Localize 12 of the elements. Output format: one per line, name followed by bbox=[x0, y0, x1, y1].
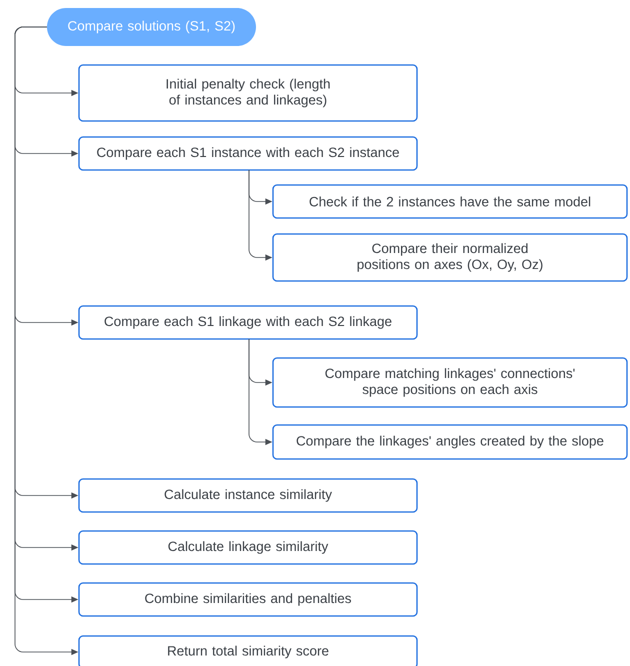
process-box: Initial penalty check (length of instances and linkages) bbox=[78, 64, 418, 122]
process-box: Return total simiarity score bbox=[78, 635, 418, 666]
process-box: Calculate instance similarity bbox=[78, 478, 418, 513]
process-box: Combine similarities and penalties bbox=[78, 582, 418, 617]
start-pill: Compare solutions (S1, S2) bbox=[47, 8, 256, 46]
process-box: Compare matching linkages' connections' space positions on each axis bbox=[272, 357, 628, 408]
process-box: Compare the linkages' angles created by the slope bbox=[272, 424, 628, 460]
process-box: Compare each S1 instance with each S2 instance bbox=[78, 136, 418, 171]
process-box: Calculate linkage similarity bbox=[78, 530, 418, 565]
process-box: Compare each S1 linkage with each S2 linkage bbox=[78, 305, 418, 340]
process-box: Compare their normalized positions on axes (Ox, Oy, Oz) bbox=[272, 233, 628, 282]
process-box: Check if the 2 instances have the same model bbox=[272, 184, 628, 219]
